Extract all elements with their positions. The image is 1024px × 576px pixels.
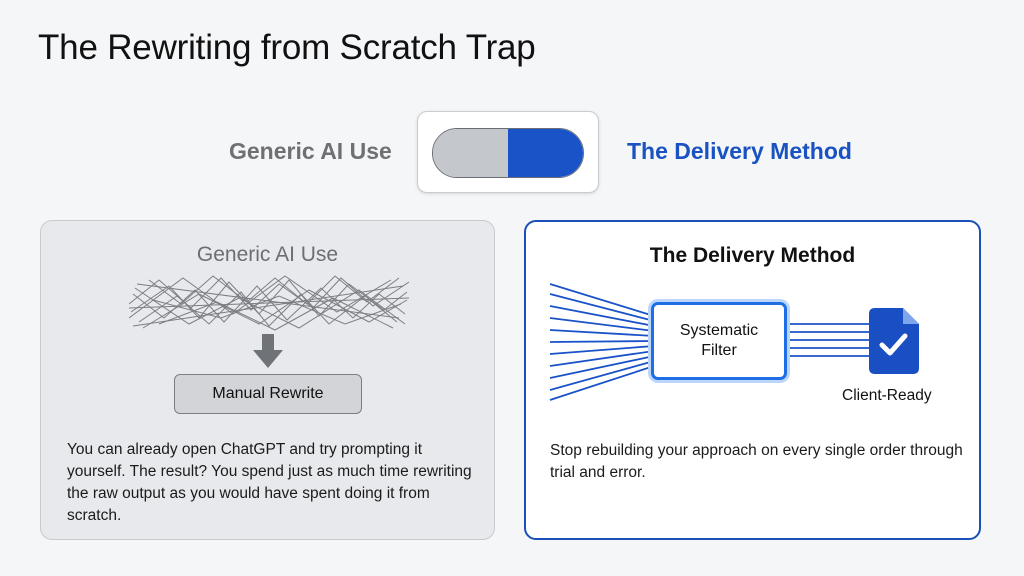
tangled-lines-icon — [129, 275, 409, 331]
mode-toggle-switch[interactable] — [432, 128, 584, 178]
manual-rewrite-step: Manual Rewrite — [174, 374, 362, 414]
filter-label-line2: Filter — [701, 342, 737, 359]
arrow-down-icon — [253, 334, 283, 368]
page-title: The Rewriting from Scratch Trap — [38, 28, 536, 67]
toggle-row: Generic AI Use The Delivery Method — [0, 108, 1024, 196]
toggle-container — [417, 111, 599, 193]
generic-ai-panel: Generic AI Use Manual Rewrite You can al… — [40, 220, 495, 540]
generic-panel-heading: Generic AI Use — [196, 243, 339, 266]
toggle-on-segment[interactable] — [508, 129, 583, 177]
toggle-off-segment[interactable] — [433, 129, 508, 177]
client-ready-label: Client-Ready — [842, 387, 932, 404]
input-lines-icon — [549, 283, 874, 401]
delivery-panel-heading: The Delivery Method — [649, 244, 856, 267]
delivery-panel-description: Stop rebuilding your approach on every s… — [550, 442, 963, 481]
delivery-method-panel: The Delivery Method Systematic Filter — [524, 220, 981, 540]
toggle-label-generic[interactable]: Generic AI Use — [229, 138, 392, 164]
systematic-filter-box: Systematic Filter — [651, 302, 787, 380]
document-check-icon — [869, 308, 919, 374]
toggle-label-delivery[interactable]: The Delivery Method — [627, 138, 852, 164]
filter-label-line1: Systematic — [679, 322, 759, 339]
generic-panel-description: You can already open ChatGPT and try pro… — [67, 441, 472, 524]
